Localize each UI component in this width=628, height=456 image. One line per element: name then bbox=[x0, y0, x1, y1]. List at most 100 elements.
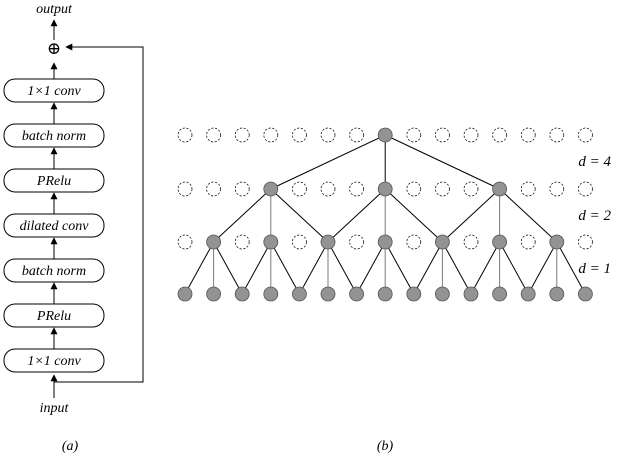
tree-node-active bbox=[377, 127, 393, 143]
tree-edge bbox=[356, 241, 386, 295]
tree-node-inactive bbox=[520, 127, 536, 143]
tree-node-inactive bbox=[234, 234, 250, 250]
tree-node-active bbox=[463, 286, 479, 302]
tree-node-inactive bbox=[177, 181, 193, 197]
tree-node-inactive bbox=[520, 234, 536, 250]
tree-edge bbox=[499, 188, 558, 243]
tree-node-inactive bbox=[435, 127, 450, 143]
tree-edge bbox=[270, 188, 329, 243]
tree-node-inactive bbox=[292, 127, 307, 143]
tree-edge bbox=[327, 188, 386, 243]
output-label: output bbox=[36, 2, 73, 17]
tree-node-inactive bbox=[320, 127, 336, 143]
tree-node-inactive bbox=[549, 127, 565, 143]
layer-label-dilated-conv: dilated conv bbox=[20, 219, 90, 234]
tree-node-active bbox=[320, 234, 336, 250]
tree-node-active bbox=[492, 286, 508, 302]
layer-label-1-1-conv: 1×1 conv bbox=[27, 354, 81, 369]
tree-node-inactive bbox=[177, 234, 193, 250]
tree-edge bbox=[413, 241, 443, 295]
dilation-label-4: d = 4 bbox=[578, 154, 611, 170]
adder-symbol: ⊕ bbox=[47, 39, 61, 58]
tree-node-active bbox=[349, 286, 365, 302]
skip-connection-arrow bbox=[54, 43, 144, 383]
dilation-label-2: d = 2 bbox=[578, 208, 611, 224]
tree-node-inactive bbox=[206, 181, 221, 197]
tree-node-inactive bbox=[406, 234, 422, 250]
tree-edge bbox=[441, 241, 472, 295]
tree-node-active bbox=[434, 234, 450, 250]
tree-node-active bbox=[377, 286, 393, 302]
tree-node-active bbox=[177, 286, 193, 302]
tree-nodes bbox=[177, 127, 593, 302]
tree-node-inactive bbox=[292, 181, 307, 197]
tree-node-inactive bbox=[406, 127, 422, 143]
tree-node-inactive bbox=[463, 127, 479, 143]
tree-edge bbox=[213, 241, 243, 295]
tree-node-active bbox=[520, 286, 536, 302]
tree-node-inactive bbox=[320, 181, 336, 197]
tree-node-active bbox=[434, 286, 450, 302]
tree-node-active bbox=[320, 286, 336, 302]
tree-edge bbox=[327, 241, 358, 295]
dilation-label-1: d = 1 bbox=[578, 261, 611, 277]
tree-node-active bbox=[263, 181, 279, 197]
tree-node-active bbox=[377, 181, 393, 197]
tree-node-inactive bbox=[292, 234, 307, 250]
tree-edge bbox=[270, 134, 386, 190]
tree-edge bbox=[442, 188, 500, 243]
tree-node-inactive bbox=[492, 127, 507, 143]
tree-edge bbox=[384, 134, 500, 190]
tree-edge bbox=[184, 241, 215, 295]
tree-node-inactive bbox=[435, 181, 450, 197]
tree-edge bbox=[384, 241, 415, 295]
tree-node-inactive bbox=[406, 181, 422, 197]
layer-label-1-1-conv: 1×1 conv bbox=[27, 84, 81, 99]
tree-node-inactive bbox=[349, 181, 364, 197]
caption-a: (a) bbox=[62, 439, 79, 454]
tree-node-active bbox=[291, 286, 307, 302]
tree-node-active bbox=[578, 286, 593, 302]
tree-node-inactive bbox=[206, 127, 221, 143]
tree-node-inactive bbox=[349, 127, 364, 143]
tree-edge bbox=[499, 241, 529, 295]
tree-node-active bbox=[406, 286, 422, 302]
tree-node-inactive bbox=[578, 181, 593, 197]
tree-edge bbox=[384, 188, 443, 243]
tree-node-inactive bbox=[463, 181, 479, 197]
tree-node-active bbox=[234, 286, 250, 302]
tree-edge bbox=[527, 241, 558, 295]
panel-b-dilation-tree: d = 4 d = 2 d = 1 (b) bbox=[177, 127, 611, 454]
tree-node-inactive bbox=[349, 234, 364, 250]
tree-node-active bbox=[206, 286, 222, 302]
tree-node-inactive bbox=[578, 127, 593, 143]
tree-node-inactive bbox=[520, 181, 536, 197]
tree-edge bbox=[298, 241, 329, 295]
tree-node-inactive bbox=[578, 234, 593, 250]
tree-node-inactive bbox=[234, 181, 250, 197]
layer-label-batch-norm: batch norm bbox=[22, 129, 86, 144]
tree-node-active bbox=[263, 286, 279, 302]
tree-node-inactive bbox=[263, 127, 279, 143]
tree-node-active bbox=[549, 234, 565, 250]
layer-label-batch-norm: batch norm bbox=[22, 264, 86, 279]
tree-edge bbox=[241, 241, 272, 295]
tree-node-active bbox=[549, 286, 565, 302]
tree-node-active bbox=[206, 234, 222, 250]
layer-label-prelu: PRelu bbox=[36, 309, 71, 324]
tree-node-inactive bbox=[177, 127, 193, 143]
tree-node-inactive bbox=[234, 127, 250, 143]
tree-node-active bbox=[263, 234, 279, 250]
tree-edge bbox=[556, 241, 586, 295]
tree-node-active bbox=[492, 181, 508, 197]
input-label: input bbox=[40, 401, 70, 416]
tree-edge bbox=[270, 241, 300, 295]
caption-b: (b) bbox=[377, 439, 394, 454]
tree-node-inactive bbox=[463, 234, 479, 250]
tree-edge bbox=[470, 241, 501, 295]
tree-node-active bbox=[377, 234, 393, 250]
tree-node-inactive bbox=[549, 181, 565, 197]
